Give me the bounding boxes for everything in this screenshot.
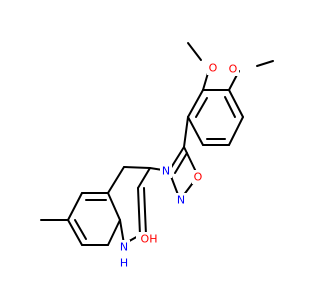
bond [107,219,121,246]
bond [143,187,147,236]
label-background [118,240,130,254]
nitrogen-atom-label: N [162,165,170,178]
oxygen-atom-label: O [209,62,218,75]
label-background [207,61,219,75]
bond [174,152,188,174]
label-background [192,170,204,184]
structure-diagram: O O N O N N H OH [40,42,274,270]
bond [123,166,151,169]
bond [107,192,121,221]
bond-layer [40,42,274,246]
nitrogen-atom-label: N [120,241,128,254]
bond [107,166,125,194]
atom-label-layer: O O N O N N H OH [118,61,239,270]
label-background [160,164,172,178]
bond [74,219,87,240]
bond [183,116,189,148]
carbonyl-oxygen-label: OH [141,233,158,246]
bond [137,167,151,189]
bond [256,60,274,67]
label-background [227,62,239,76]
bond [187,116,204,146]
nitrogen-atom-label: N [177,194,185,207]
oxygen-atom-label: O [194,171,203,184]
bond [137,187,141,236]
label-background [118,256,130,270]
molecule-canvas: O O N O N N H OH [40,42,274,270]
oxygen-atom-label: O [229,63,238,76]
bond [67,219,83,246]
bond [187,42,202,61]
bond [67,192,83,221]
hydrogen-atom-label: H [120,257,128,270]
bond [195,97,208,118]
label-background [136,232,160,246]
bond [228,89,244,118]
bond [224,96,236,118]
label-background [175,193,187,207]
bond [202,72,209,91]
bond [228,116,244,146]
bond [187,89,204,118]
